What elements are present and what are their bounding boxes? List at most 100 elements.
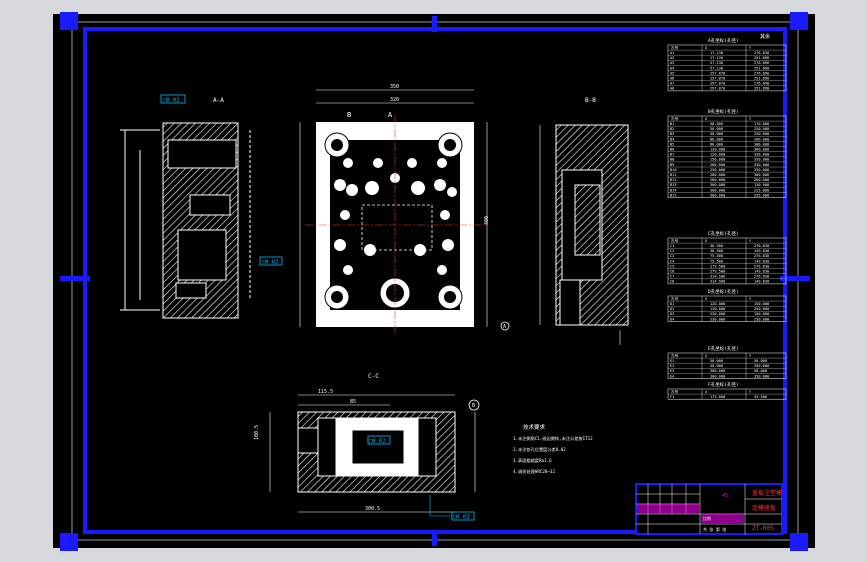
- table-cell: 120.000: [754, 183, 769, 187]
- part-name: 定模座板: [752, 504, 776, 512]
- table-cell: C1: [670, 244, 674, 248]
- table-header-cell: X: [705, 390, 708, 394]
- table-cell: 225.000: [754, 188, 769, 192]
- table-header-cell: 孔号: [671, 238, 679, 243]
- table-title: A孔坐标(孔径): [708, 37, 739, 44]
- table-cell: 276.830: [754, 244, 769, 248]
- table-cell: C8: [670, 280, 674, 284]
- table-cell: 350.000: [754, 364, 769, 368]
- table-cell: 300.000: [710, 188, 725, 192]
- table-cell: B7: [670, 153, 674, 157]
- table-cell: C4: [670, 259, 674, 263]
- plan-label-a: A: [388, 111, 393, 119]
- table-cell: D1: [670, 302, 674, 306]
- table-cell: A4: [670, 66, 674, 70]
- dim-cc-w1: 115.5: [318, 389, 333, 395]
- table-cell: B2: [670, 127, 674, 131]
- table-cell: 149.830: [754, 259, 769, 263]
- table-cell: 230.000: [710, 312, 725, 316]
- tolerance-callout-2: [259, 256, 283, 266]
- table-cell: B11: [670, 173, 677, 177]
- table-cell: A1: [670, 51, 674, 55]
- table-cell: 276.830: [754, 51, 769, 55]
- section-aa-label: A-A: [213, 97, 224, 104]
- table-cell: 220.000: [754, 127, 769, 131]
- table-cell: 250.000: [754, 132, 769, 136]
- table-cell: 251.890: [754, 66, 769, 70]
- table-cell: 279.500: [710, 270, 725, 274]
- table-cell: 36.500: [710, 244, 723, 248]
- table-cell: B10: [670, 168, 677, 172]
- roughness-note: 其余: [760, 33, 770, 40]
- datum-a-marker: [500, 321, 510, 331]
- material-value: 45: [722, 493, 728, 499]
- table-cell: 300.000: [710, 193, 725, 197]
- sheet-label: 共 张 第 张: [703, 526, 726, 532]
- corner-markers: [60, 12, 810, 551]
- note-item-3: 3.表面粗糙度Ra1.6: [513, 457, 552, 464]
- table-cell: B9: [670, 163, 674, 167]
- table-cell: A3: [670, 61, 674, 65]
- table-cell: 120.000: [710, 148, 725, 152]
- table-cell: B6: [670, 148, 674, 152]
- table-cell: D2: [670, 307, 674, 311]
- table-cell: 251.890: [754, 87, 769, 91]
- school-name: 盖板注塑模: [752, 489, 782, 497]
- table-cell: 314.500: [710, 280, 725, 284]
- table-cell: 120.000: [710, 302, 725, 306]
- datum-a-label: A: [503, 324, 506, 330]
- tolerance-callout-1: [160, 94, 186, 104]
- table-cell: 170.000: [754, 122, 769, 126]
- table-cell: B4: [670, 137, 674, 141]
- table-cell: B3: [670, 132, 674, 136]
- table-cell: 50.000: [710, 364, 723, 368]
- table-cell: E1: [670, 359, 674, 363]
- table-cell: 300.000: [710, 183, 725, 187]
- table-cell: 50.000: [710, 127, 723, 131]
- tolerance-callout-text-2: □0.02: [262, 260, 279, 266]
- table-cell: 150.000: [754, 312, 769, 316]
- table-title: B孔坐标(孔径): [708, 108, 739, 115]
- table-cell: E2: [670, 364, 674, 368]
- plan-label-b: B: [347, 111, 351, 119]
- table-cell: B8: [670, 158, 674, 162]
- table-cell: 80.000: [710, 142, 723, 146]
- table-cell: 250.000: [754, 307, 769, 311]
- dim-cc-h: 100.5: [254, 425, 260, 440]
- dim-plan-width: 350: [390, 84, 399, 90]
- table-cell: F1: [670, 395, 674, 399]
- table-cell: 17.130: [710, 51, 723, 55]
- section-cc-view: C-C: [269, 373, 476, 513]
- table-cell: E4: [670, 374, 674, 378]
- table-cell: E3: [670, 369, 674, 373]
- table-cell: 314.500: [710, 275, 725, 279]
- table-cell: B12: [670, 178, 677, 182]
- table-cell: A8: [670, 87, 674, 91]
- table-title: C孔坐标(孔径): [708, 230, 739, 237]
- table-cell: 276.890: [754, 82, 769, 86]
- table-header-cell: 孔号: [671, 45, 679, 50]
- table-cell: 260.000: [754, 178, 769, 182]
- datum-b-marker: [468, 399, 480, 411]
- table-cell: 300.000: [754, 142, 769, 146]
- note-item-1: 1.未注倒角C1,锐边倒钝,未注公差按IT12: [513, 435, 593, 442]
- table-header-cell: Y: [749, 297, 752, 301]
- table-cell: 330.000: [754, 163, 769, 167]
- table-cell: 17.130: [710, 56, 723, 60]
- table-header-cell: X: [705, 354, 708, 358]
- table-cell: 120.000: [710, 307, 725, 311]
- scale-label: 比例: [703, 515, 711, 521]
- section-bb-view: B-B: [539, 97, 629, 345]
- table-cell: 149.830: [754, 280, 769, 284]
- table-cell: C7: [670, 275, 674, 279]
- dim-plan-inner: 320: [390, 97, 399, 103]
- table-header-cell: X: [705, 117, 708, 121]
- table-cell: 50.000: [754, 369, 767, 373]
- tolerance-callout-text-1: □0.02: [163, 98, 180, 104]
- notes-title: 技术要求: [523, 423, 546, 431]
- table-cell: C5: [670, 264, 674, 268]
- table-cell: 80.000: [710, 137, 723, 141]
